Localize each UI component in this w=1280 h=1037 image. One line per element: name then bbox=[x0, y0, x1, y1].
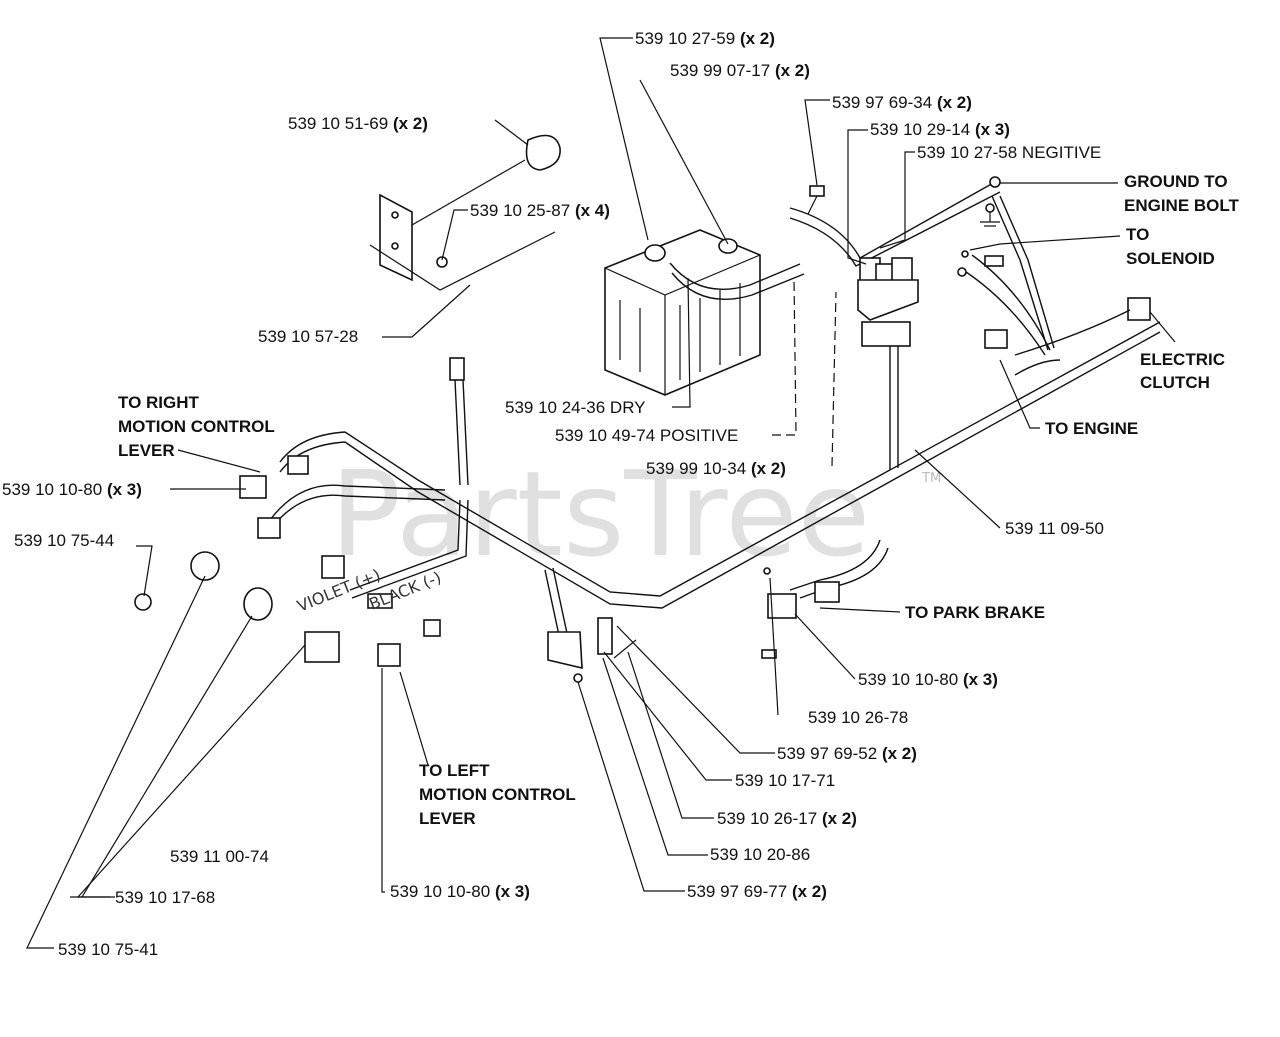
part-label: 539 97 69-34 (x 2) bbox=[832, 93, 972, 112]
part-label: 539 10 51-69 (x 2) bbox=[288, 114, 428, 133]
note-left-motion: TO LEFT MOTION CONTROL LEVER bbox=[419, 761, 580, 828]
part-label: 539 11 09-50 bbox=[1005, 519, 1104, 538]
negative-cable bbox=[789, 176, 1001, 267]
part-label: 539 10 17-68 bbox=[115, 888, 215, 907]
battery bbox=[604, 229, 805, 396]
part-label: 539 10 57-28 bbox=[258, 327, 358, 346]
part-label: 539 10 27-59 (x 2) bbox=[635, 29, 775, 48]
part-label: 539 10 29-14 (x 3) bbox=[870, 120, 1010, 139]
note-solenoid: TO SOLENOID bbox=[1126, 225, 1215, 268]
part-label: 539 97 69-77 (x 2) bbox=[687, 882, 827, 901]
note-electric-clutch: ELECTRIC CLUTCH bbox=[1140, 350, 1230, 392]
part-label: 539 10 75-41 bbox=[58, 940, 158, 959]
note-right-motion: TO RIGHT MOTION CONTROL LEVER bbox=[118, 393, 279, 460]
part-label: 539 11 00-74 bbox=[170, 847, 269, 866]
part-label: 539 10 49-74 POSITIVE bbox=[555, 426, 738, 445]
watermark: PartsTree bbox=[330, 445, 870, 583]
part-label: 539 10 27-58 NEGITIVE bbox=[917, 143, 1101, 162]
components bbox=[134, 297, 1151, 683]
part-label: 539 10 10-80 (x 3) bbox=[858, 670, 998, 689]
part-label: 539 10 20-86 bbox=[710, 845, 810, 864]
part-label: 539 10 25-87 (x 4) bbox=[470, 201, 610, 220]
leader-lines bbox=[26, 37, 1176, 949]
part-label: 539 99 07-17 (x 2) bbox=[670, 61, 810, 80]
note-ground: GROUND TO ENGINE BOLT bbox=[1124, 172, 1240, 215]
part-labels: 539 10 27-59 (x 2) 539 99 07-17 (x 2) 53… bbox=[2, 29, 1104, 959]
part-label: 539 10 26-17 (x 2) bbox=[717, 809, 857, 828]
note-park-brake: TO PARK BRAKE bbox=[905, 603, 1045, 622]
part-label: 539 97 69-52 (x 2) bbox=[777, 744, 917, 763]
solenoid-relays bbox=[857, 195, 1131, 356]
part-label: 539 10 75-44 bbox=[14, 531, 114, 550]
part-label: 539 99 10-34 (x 2) bbox=[646, 459, 786, 478]
part-label: 539 10 26-78 bbox=[808, 708, 908, 727]
bracket-assembly bbox=[369, 134, 561, 291]
notes: GROUND TO ENGINE BOLT TO SOLENOID ELECTR… bbox=[118, 172, 1240, 828]
part-label: 539 10 10-80 (x 3) bbox=[390, 882, 530, 901]
part-label: 539 10 10-80 (x 3) bbox=[2, 480, 142, 499]
part-label: 539 10 24-36 DRY bbox=[505, 398, 646, 417]
watermark-trademark: TM bbox=[921, 471, 941, 486]
note-to-engine: TO ENGINE bbox=[1045, 419, 1138, 438]
part-label: 539 10 17-71 bbox=[735, 771, 835, 790]
